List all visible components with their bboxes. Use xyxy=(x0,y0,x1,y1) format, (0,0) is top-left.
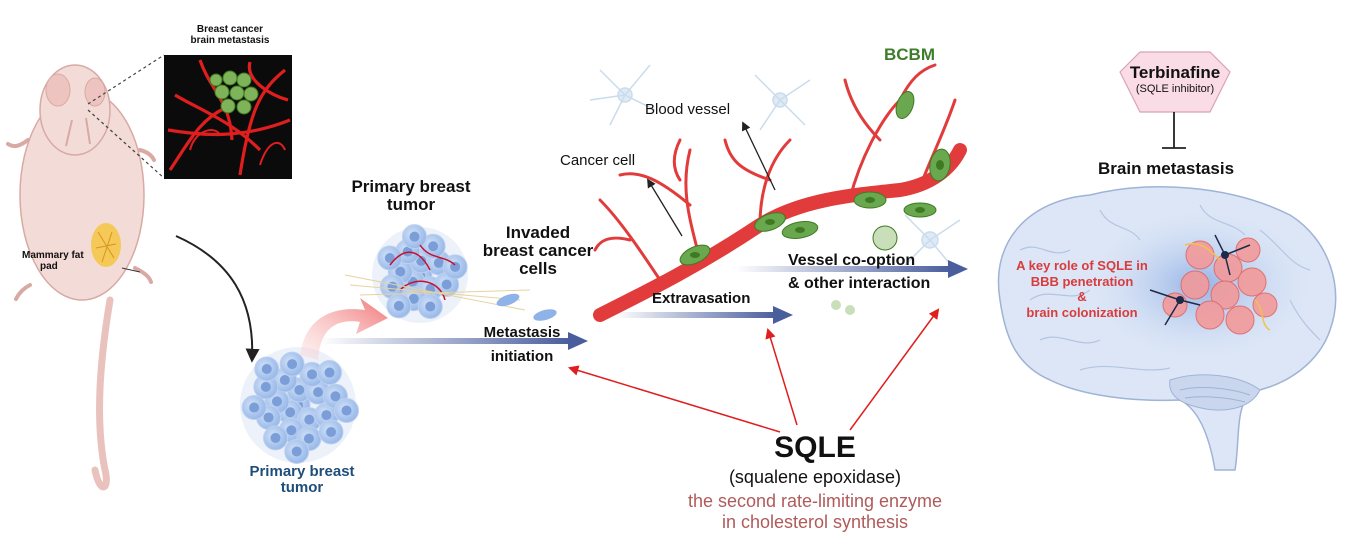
primary-tumor-cluster-icon xyxy=(240,347,360,464)
inset-title-line: Breast cancer xyxy=(196,24,264,35)
sqle-fullname: (squalene epoxidase) xyxy=(728,466,902,487)
primary-tumor-line: Primary breast xyxy=(249,463,355,480)
sqle-block: SQLE (squalene epoxidase) the second rat… xyxy=(650,432,980,532)
sqle-description: in cholesterol synthesis xyxy=(721,512,909,533)
metastasis-line: Metastasis xyxy=(483,324,561,341)
terbinafine-label: Terbinafine (SQLE inhibitor) xyxy=(1120,64,1230,95)
sqle-role-line: & xyxy=(1077,289,1087,305)
blood-vessel-label: Blood vessel xyxy=(645,101,731,118)
tumor-cell-nucleus xyxy=(249,402,260,413)
tumor-cell-nucleus xyxy=(433,257,444,268)
tumor-cell-nucleus xyxy=(279,375,290,386)
tumor-cell-nucleus xyxy=(270,432,281,443)
tumor-cell-nucleus xyxy=(409,231,420,242)
tumor-cell-nucleus xyxy=(324,367,335,378)
tumor-cell-nucleus xyxy=(425,301,436,312)
primary-tumor-line: tumor xyxy=(386,194,436,214)
inset-title-line: brain metastasis xyxy=(190,34,270,46)
tumor-cell-nucleus xyxy=(428,241,439,252)
sqle-description: the second rate-limiting enzyme xyxy=(687,491,943,512)
invaded-line: Invaded xyxy=(505,223,571,242)
vessel-cooption-label: Vessel co-option & other interaction xyxy=(788,249,930,295)
tumor-cell-nucleus xyxy=(450,261,461,272)
primary-tumor-line: tumor xyxy=(280,478,324,496)
sqle-role-label: A key role of SQLE in BBB penetration & … xyxy=(1002,258,1162,320)
inhibition-tbar-icon xyxy=(1162,112,1186,149)
growth-arrow xyxy=(300,298,388,360)
tumor-cell-nucleus xyxy=(291,446,302,457)
cancer-cell-label: Cancer cell xyxy=(560,152,636,169)
brain-illustration-icon xyxy=(997,186,1337,471)
tumor-cell-nucleus xyxy=(271,396,282,407)
cooption-line: & other interaction xyxy=(788,275,931,293)
invaded-line: cells xyxy=(519,258,557,278)
sqle-role-line: BBB penetration xyxy=(1030,273,1134,289)
mammary-fat-pad-label: Mammary fat pad xyxy=(22,250,84,272)
tumor-cell-nucleus xyxy=(260,381,271,392)
tumor-cell-nucleus xyxy=(304,414,315,425)
mouse-illustration-icon xyxy=(6,54,165,491)
metastasis-inset-image xyxy=(164,55,292,179)
sqle-role-line: brain colonization xyxy=(1026,304,1138,320)
extravasation-arrow xyxy=(615,306,793,324)
fat-pad-line: pad xyxy=(40,260,58,272)
tumor-cell-nucleus xyxy=(285,407,296,418)
sqle-title: SQLE xyxy=(774,431,856,464)
tumor-cell-nucleus xyxy=(393,300,404,311)
tumor-cell-nucleus xyxy=(261,363,272,374)
bcbm-label: BCBM xyxy=(884,45,935,64)
inset-title: Breast cancer brain metastasis xyxy=(168,24,292,46)
blood-vessel-icon xyxy=(593,63,967,322)
terbinafine-note: (SQLE inhibitor) xyxy=(1135,82,1215,95)
extravasation-label: Extravasation xyxy=(652,290,751,307)
tumor-cell-nucleus xyxy=(286,425,297,436)
vessel-cooption-arrow xyxy=(735,260,968,278)
tumor-cell-nucleus xyxy=(294,384,305,395)
invaded-line: breast cancer xyxy=(482,240,594,260)
tumor-cell-nucleus xyxy=(441,279,452,290)
terbinafine-hexagon xyxy=(1119,51,1231,113)
tumor-cell-nucleus xyxy=(326,426,337,437)
metastasis-initiation-arrow xyxy=(320,332,588,350)
primary-tumor-label-top: Primary breast tumor xyxy=(336,178,486,214)
sqle-role-line: A key role of SQLE in xyxy=(1016,258,1148,273)
cooption-line: Vessel co-option xyxy=(788,252,916,269)
tumor-cell-nucleus xyxy=(303,433,314,444)
metastasis-initiation-label: Metastasis initiation xyxy=(462,321,582,369)
tumor-cell-nucleus xyxy=(287,359,298,370)
invasive-tumor-cluster-icon xyxy=(344,224,557,323)
tumor-cell-nucleus xyxy=(395,266,406,277)
tumor-cell-nucleus xyxy=(321,410,332,421)
tumor-cell-nucleus xyxy=(330,391,341,402)
primary-tumor-line: Primary breast xyxy=(351,177,471,196)
metastasis-line: initiation xyxy=(490,348,554,365)
terbinafine-name: Terbinafine xyxy=(1129,63,1221,82)
fat-pad-line: Mammary fat xyxy=(22,250,84,261)
mouse-to-tumor-arrow xyxy=(175,235,260,363)
invaded-cells-label: Invaded breast cancer cells xyxy=(468,224,608,278)
primary-tumor-label-bottom: Primary breast tumor xyxy=(232,464,372,496)
brain-metastasis-label: Brain metastasis xyxy=(1098,159,1235,178)
tumor-cell-nucleus xyxy=(384,252,395,263)
tumor-cell-nucleus xyxy=(306,369,317,380)
astrocyte-cell-icon xyxy=(589,64,961,271)
tumor-cell-nucleus xyxy=(263,412,274,423)
tumor-cell-nucleus xyxy=(341,405,352,416)
sqle-influence-arrows xyxy=(567,308,940,433)
tumor-cell-nucleus xyxy=(416,255,427,266)
tumor-cell-nucleus xyxy=(408,293,419,304)
tumor-cell-nucleus xyxy=(313,387,324,398)
